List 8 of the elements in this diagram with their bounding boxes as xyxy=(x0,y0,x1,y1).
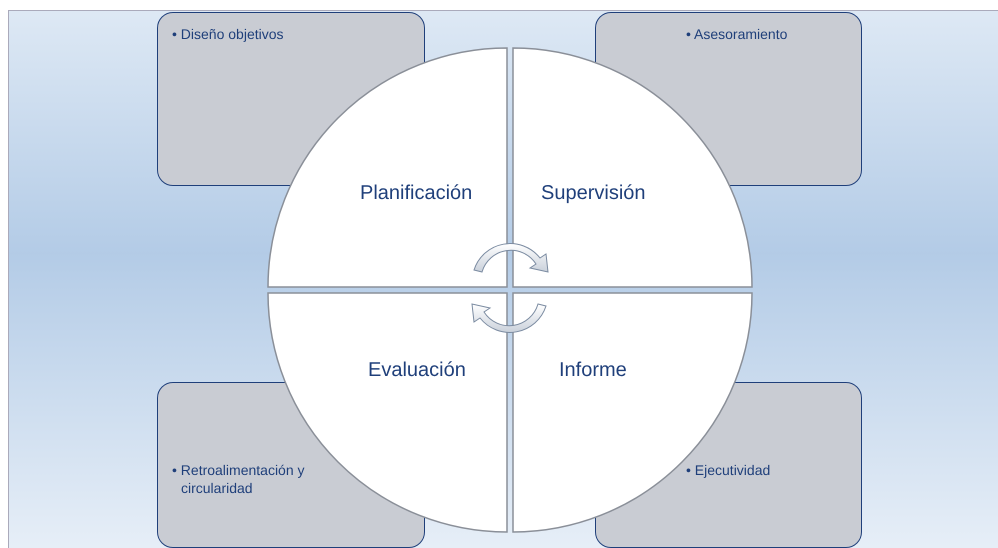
quadrant-title: Informe xyxy=(559,359,627,382)
quadrant-title: Supervisión xyxy=(541,182,646,205)
list-item: • Retroalimentación y circularidad xyxy=(172,461,306,497)
list-item: • Asesoramiento xyxy=(686,25,788,43)
list-item: • Diseño objetivos xyxy=(172,25,285,43)
quadrant-title: Evaluación xyxy=(368,359,466,382)
list-item: • Ejecutividad xyxy=(686,461,772,479)
quadrant-title: Planificación xyxy=(360,182,472,205)
